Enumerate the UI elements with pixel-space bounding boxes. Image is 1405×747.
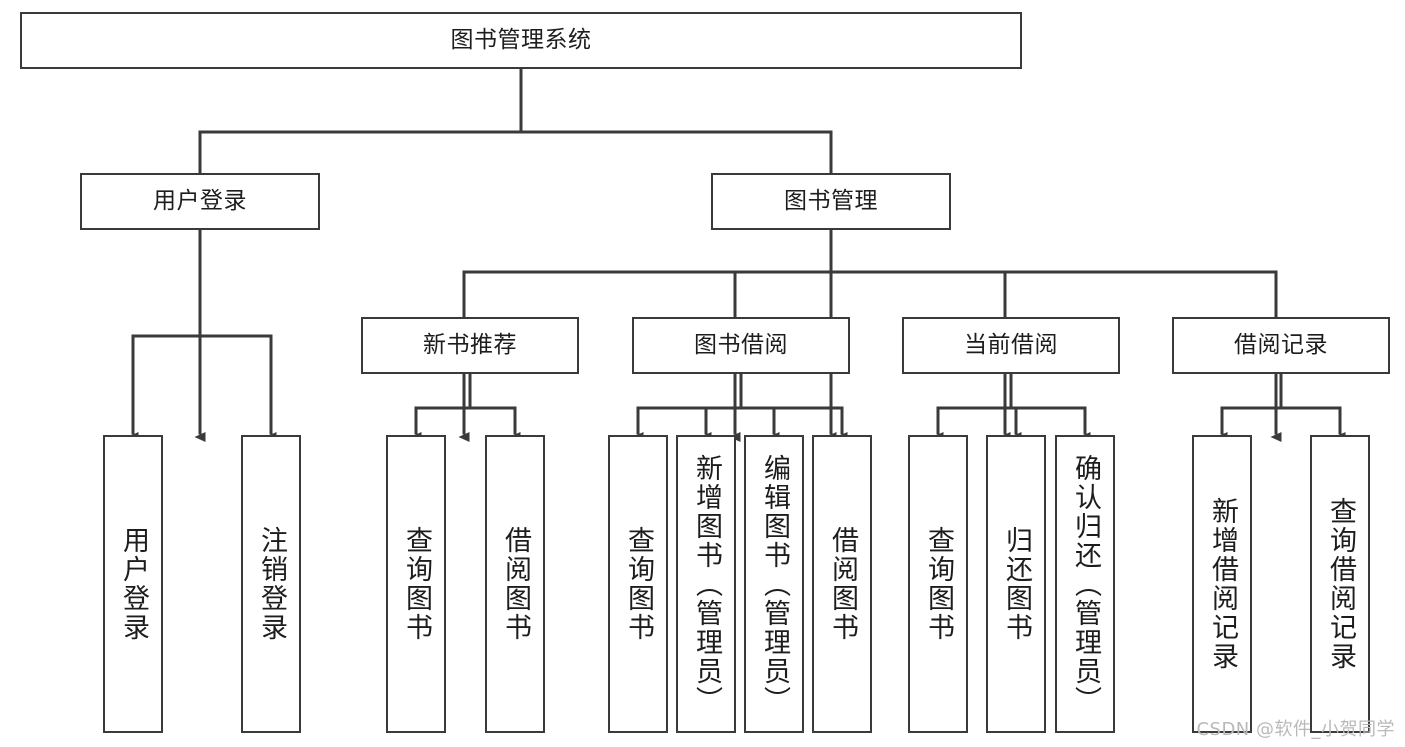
node-label: 用户登录	[118, 526, 150, 642]
node-label: 注销登录	[256, 526, 288, 642]
node-label: 图书管理系统	[450, 26, 592, 53]
node-label: 新书推荐	[423, 331, 517, 358]
node-label: 借阅图书	[827, 526, 859, 642]
node-label: 图书借阅	[694, 331, 788, 358]
node-leaf-add-book-admin[interactable]: 新增图书（管理员）	[676, 435, 736, 733]
node-label: 图书管理	[784, 187, 878, 214]
node-leaf-query-book-current[interactable]: 查询图书	[908, 435, 968, 733]
node-label: 归还图书	[1001, 526, 1033, 642]
node-leaf-borrow-book[interactable]: 借阅图书	[812, 435, 872, 733]
node-leaf-query-book-recommend[interactable]: 查询图书	[386, 435, 446, 733]
node-leaf-confirm-return-admin[interactable]: 确认归还（管理员）	[1055, 435, 1115, 733]
node-leaf-user-login[interactable]: 用户登录	[103, 435, 163, 733]
node-label: 确认归还（管理员）	[1070, 453, 1102, 715]
watermark-text: CSDN @软件_小贺同学	[1196, 719, 1395, 740]
node-leaf-query-book-borrow[interactable]: 查询图书	[608, 435, 668, 733]
node-root-system[interactable]: 图书管理系统	[20, 12, 1022, 69]
node-label: 用户登录	[153, 187, 247, 214]
node-book-management[interactable]: 图书管理	[711, 173, 951, 230]
node-label: 查询图书	[401, 526, 433, 642]
node-label: 查询借阅记录	[1325, 497, 1357, 671]
node-label: 借阅图书	[500, 526, 532, 642]
node-book-borrow[interactable]: 图书借阅	[632, 317, 850, 374]
node-leaf-edit-book-admin[interactable]: 编辑图书（管理员）	[744, 435, 804, 733]
node-borrow-record[interactable]: 借阅记录	[1172, 317, 1390, 374]
node-label: 新增图书（管理员）	[691, 453, 723, 715]
node-label: 编辑图书（管理员）	[759, 453, 791, 715]
node-leaf-borrow-book-recommend[interactable]: 借阅图书	[485, 435, 545, 733]
node-label: 当前借阅	[964, 331, 1058, 358]
node-label: 查询图书	[623, 526, 655, 642]
node-leaf-add-borrow-record[interactable]: 新增借阅记录	[1192, 435, 1252, 733]
node-label: 查询图书	[923, 526, 955, 642]
node-leaf-return-book[interactable]: 归还图书	[986, 435, 1046, 733]
node-label: 新增借阅记录	[1207, 497, 1239, 671]
node-user-login[interactable]: 用户登录	[80, 173, 320, 230]
node-leaf-query-borrow-record[interactable]: 查询借阅记录	[1310, 435, 1370, 733]
node-current-borrow[interactable]: 当前借阅	[902, 317, 1120, 374]
node-leaf-logout[interactable]: 注销登录	[241, 435, 301, 733]
node-label: 借阅记录	[1234, 331, 1328, 358]
node-new-book-recommend[interactable]: 新书推荐	[361, 317, 579, 374]
